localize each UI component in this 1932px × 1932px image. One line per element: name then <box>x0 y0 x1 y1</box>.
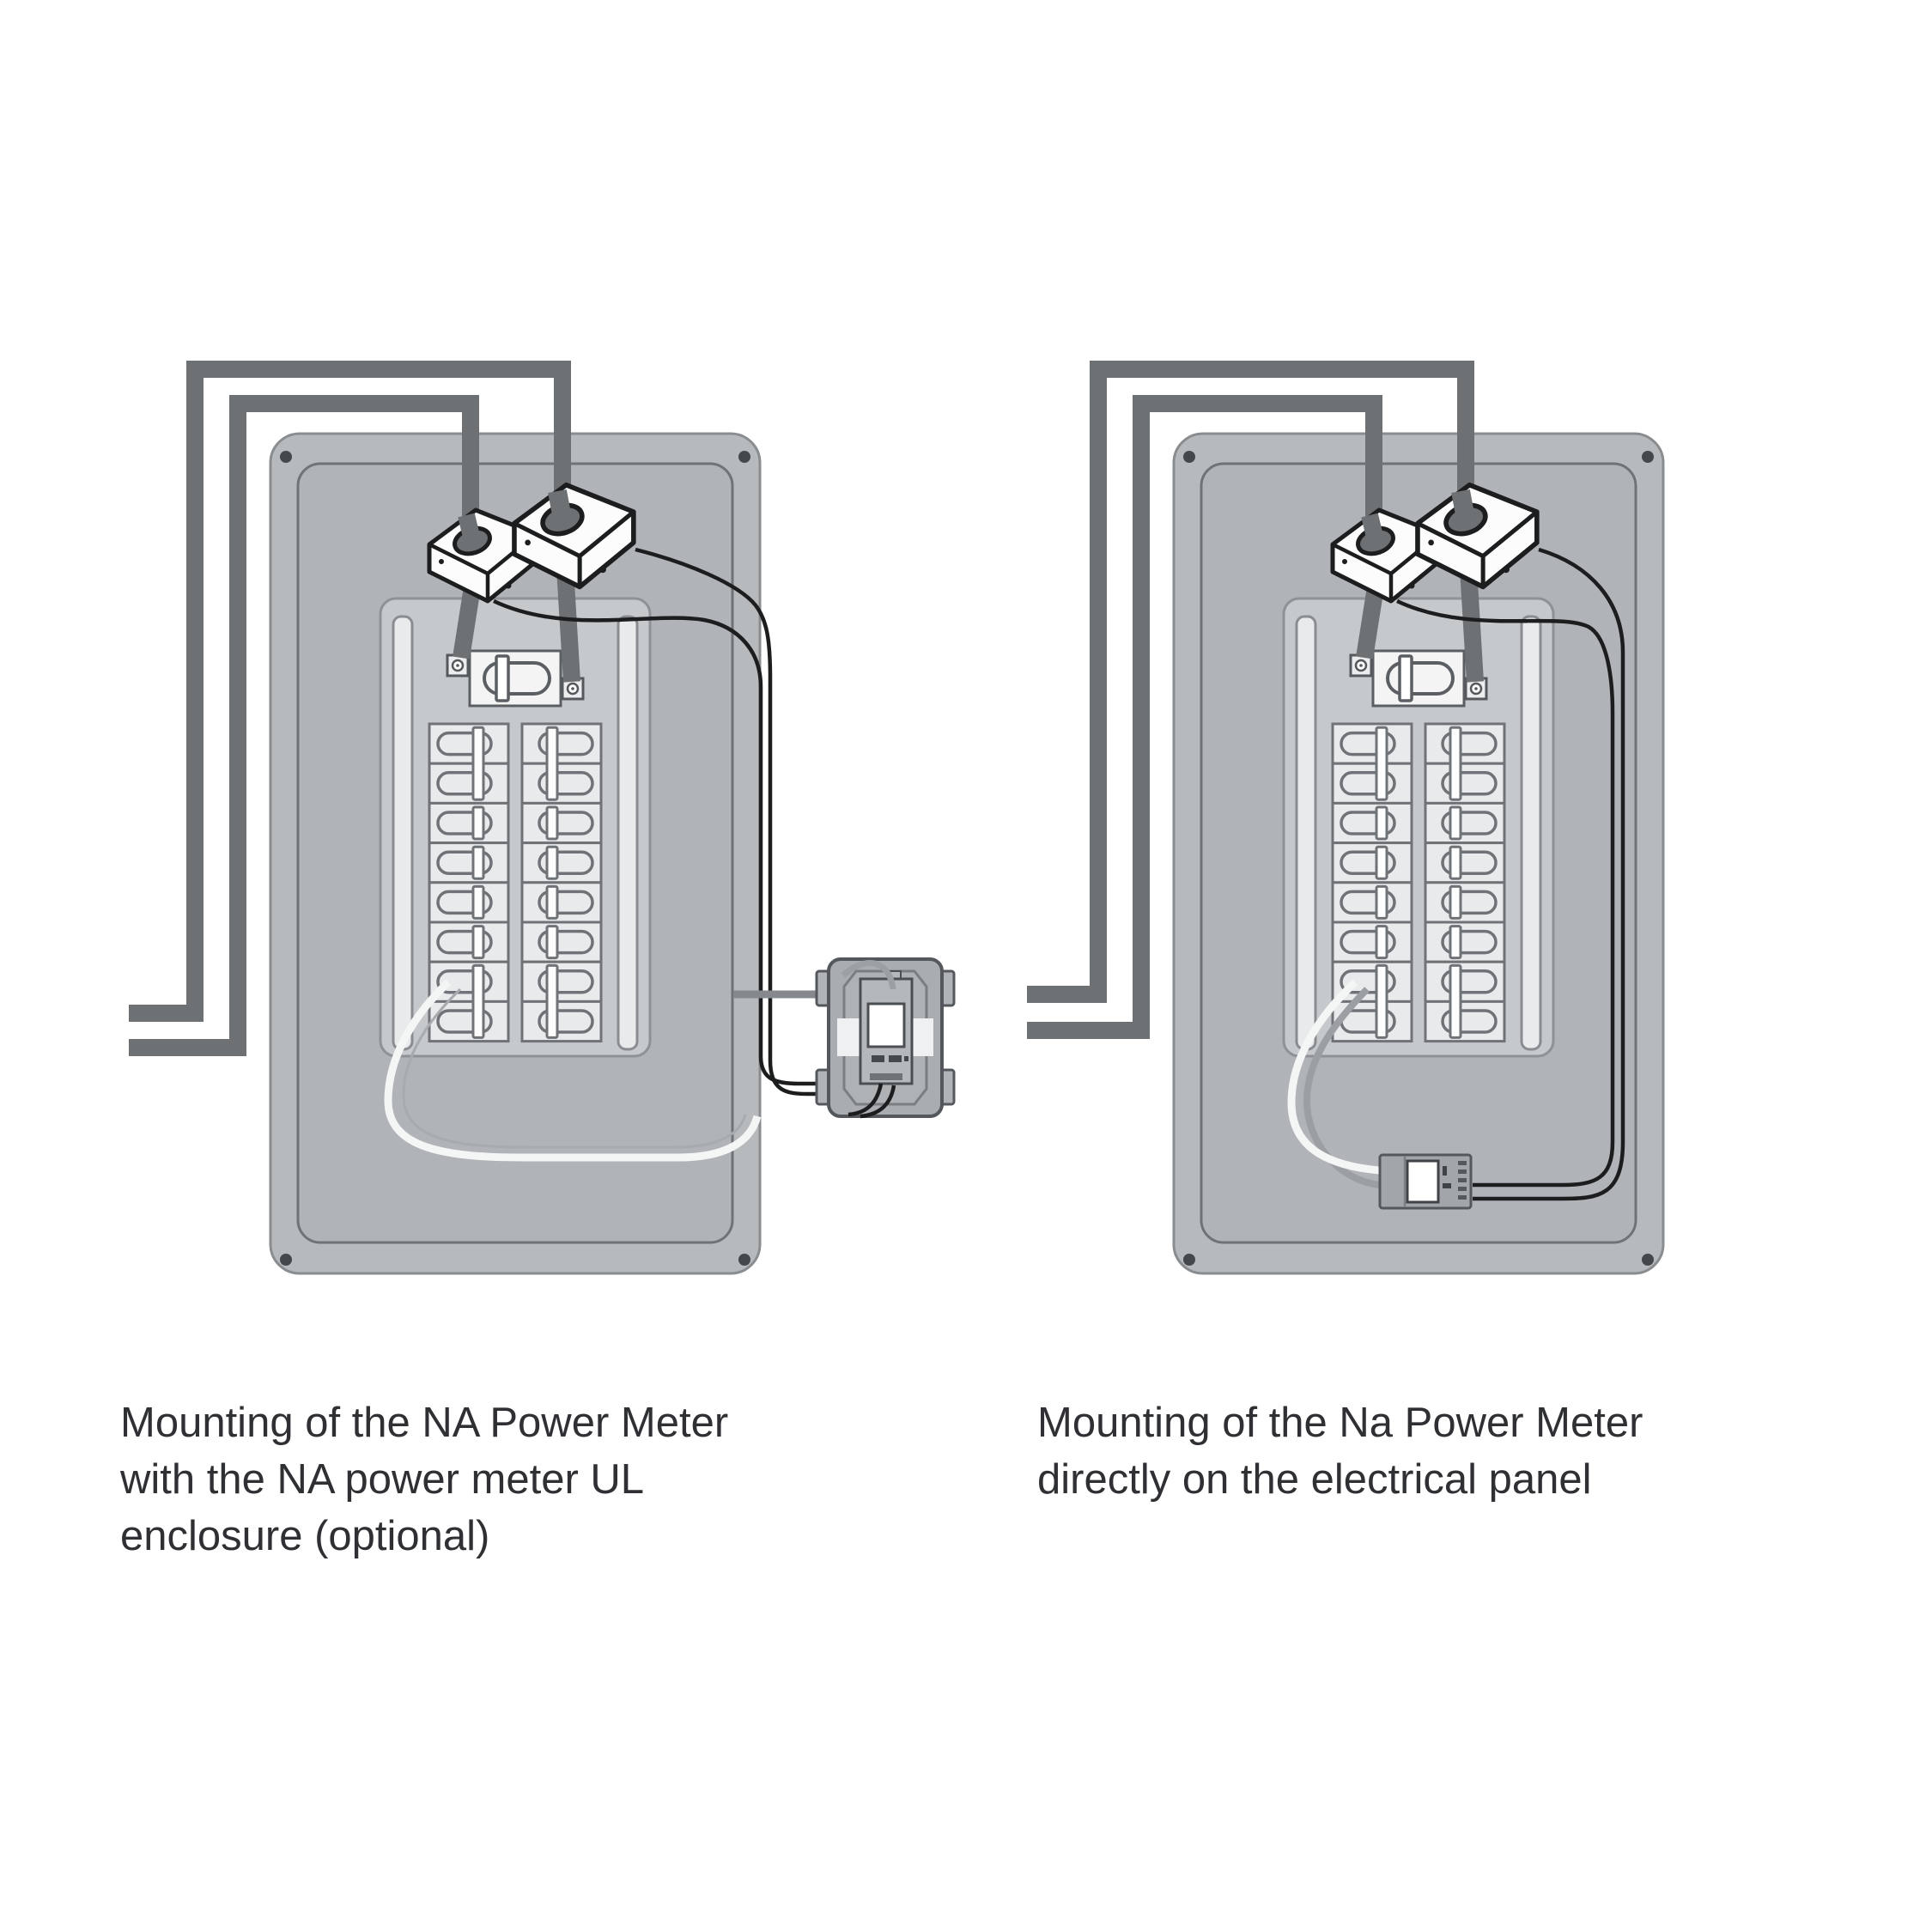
right-diagram-caption: Mounting of the Na Power Meter directly … <box>1037 1394 1643 1508</box>
caption-line: directly on the electrical panel <box>1037 1456 1592 1503</box>
ct-signal-wire-icon <box>1396 547 1625 1201</box>
current-transformer-icon <box>514 485 634 587</box>
left-diagram-caption: Mounting of the NA Power Meter with the … <box>120 1394 728 1564</box>
caption-line: enclosure (optional) <box>120 1513 490 1559</box>
load-wire-icon <box>384 979 762 1162</box>
current-transformer-icon <box>1418 485 1537 587</box>
power-meter-icon <box>1378 1153 1473 1210</box>
current-transformer-icon <box>1333 510 1439 601</box>
caption-line: with the NA power meter UL <box>120 1456 645 1503</box>
caption-line: Mounting of the Na Power Meter <box>1037 1400 1643 1446</box>
service-wire-icon <box>129 361 580 1056</box>
load-wire-icon <box>1287 979 1380 1188</box>
power-meter-icon <box>859 970 914 1085</box>
ul-enclosure-icon <box>815 957 956 1119</box>
caption-line: Mounting of the NA Power Meter <box>120 1400 729 1446</box>
ct-signal-wire-icon <box>493 547 859 1097</box>
service-wire-icon <box>1027 361 1484 1039</box>
current-transformer-icon <box>429 510 536 601</box>
left-diagram <box>129 361 956 1273</box>
right-diagram <box>1027 361 1663 1273</box>
